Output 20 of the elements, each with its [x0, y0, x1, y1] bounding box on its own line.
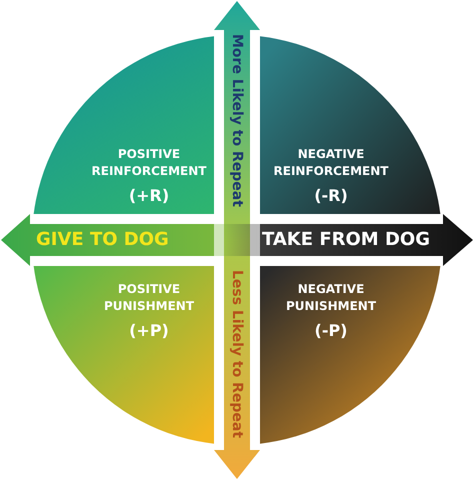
arrow-shape: [214, 266, 260, 479]
quadrant-symbol: (+P): [128, 321, 170, 340]
arrow-label: Less Likely to Repeat: [228, 270, 246, 438]
arrow-shape: [1, 214, 214, 266]
quadrant-segment: [32, 266, 214, 445]
arrow-shape: [260, 214, 473, 266]
quadrant-title: POSITIVE REINFORCEMENT: [90, 146, 208, 180]
quadrant-title: NEGATIVE REINFORCEMENT: [272, 146, 390, 180]
quadrant-symbol: (-R): [313, 186, 349, 205]
arrow-label: TAKE FROM DOG: [262, 229, 430, 250]
quadrant-title: POSITIVE PUNISHMENT: [102, 281, 196, 315]
quadrant-title: NEGATIVE PUNISHMENT: [284, 281, 378, 315]
arrow-shape: [214, 1, 260, 214]
quadrant-segment: [260, 266, 442, 445]
arrow-label: GIVE TO DOG: [36, 229, 169, 250]
quadrant-symbol: (+R): [128, 186, 170, 205]
arrow-label: More Likely to Repeat: [228, 34, 246, 207]
quadrant-segment: [260, 35, 442, 214]
quadrant-segment: [32, 35, 214, 214]
quadrant-symbol: (-P): [314, 321, 348, 340]
